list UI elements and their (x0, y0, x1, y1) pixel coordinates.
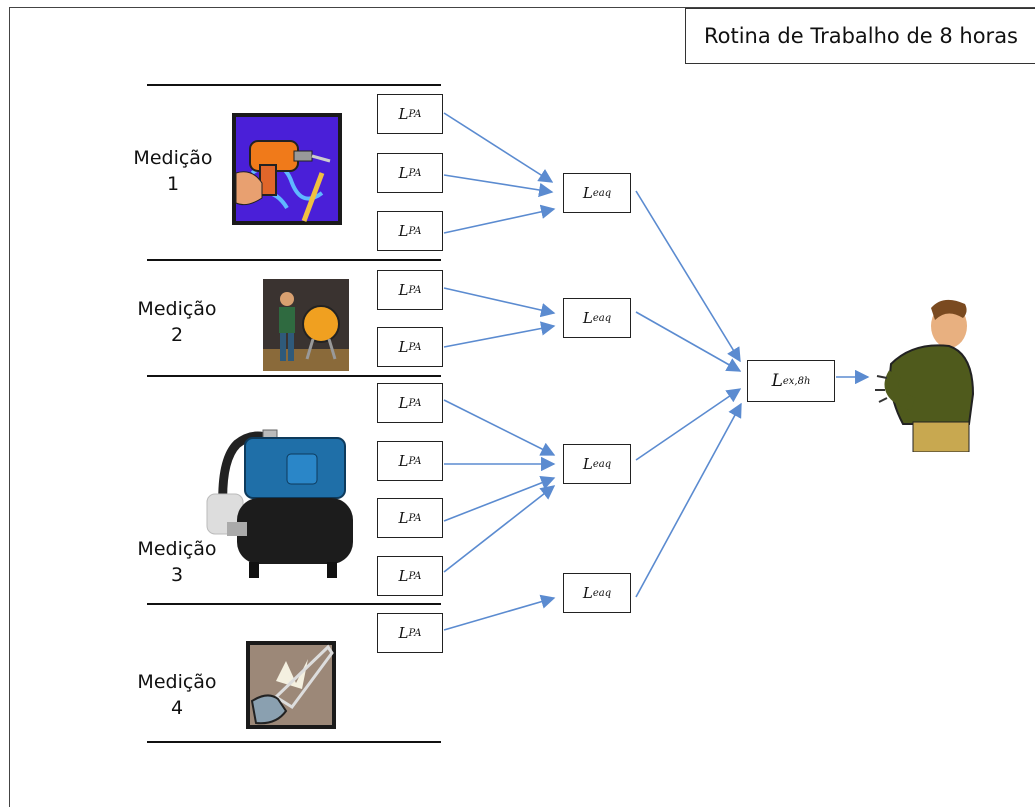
hacksaw-icon (246, 641, 336, 729)
arrow-lpa-to-leaq-4 (443, 594, 556, 631)
arrow-leaq-to-lex (635, 190, 741, 363)
arrow-lpa-to-leaq-2 (443, 287, 556, 318)
arrow-lpa-to-leaq-1 (443, 204, 556, 234)
arrow-leaq-to-lex (635, 388, 742, 461)
drill-icon (232, 113, 342, 225)
arrow-lpa-to-leaq-3 (443, 399, 556, 456)
separator-line (147, 375, 441, 377)
arrow-leaq-to-lex (635, 311, 742, 372)
separator-line (147, 603, 441, 605)
cement-mixer-worker-icon (263, 279, 349, 371)
worker-back-pain-icon (875, 299, 975, 452)
separator-line (147, 741, 441, 743)
arrow-lpa-to-leaq-1 (443, 112, 554, 183)
diagram-title: Rotina de Trabalho de 8 horas (685, 8, 1035, 64)
arrow-lpa-to-leaq-1 (443, 174, 554, 198)
arrow-lpa-to-leaq-2 (443, 321, 556, 348)
diagram-frame (9, 7, 1035, 807)
arrow-lpa-to-leaq-3 (443, 485, 556, 573)
arrow-leaq-to-lex (635, 402, 742, 598)
separator-line (147, 259, 441, 261)
arrow-lpa-to-leaq-3 (443, 476, 556, 522)
separator-line (147, 84, 441, 86)
water-pump-icon (206, 429, 353, 578)
